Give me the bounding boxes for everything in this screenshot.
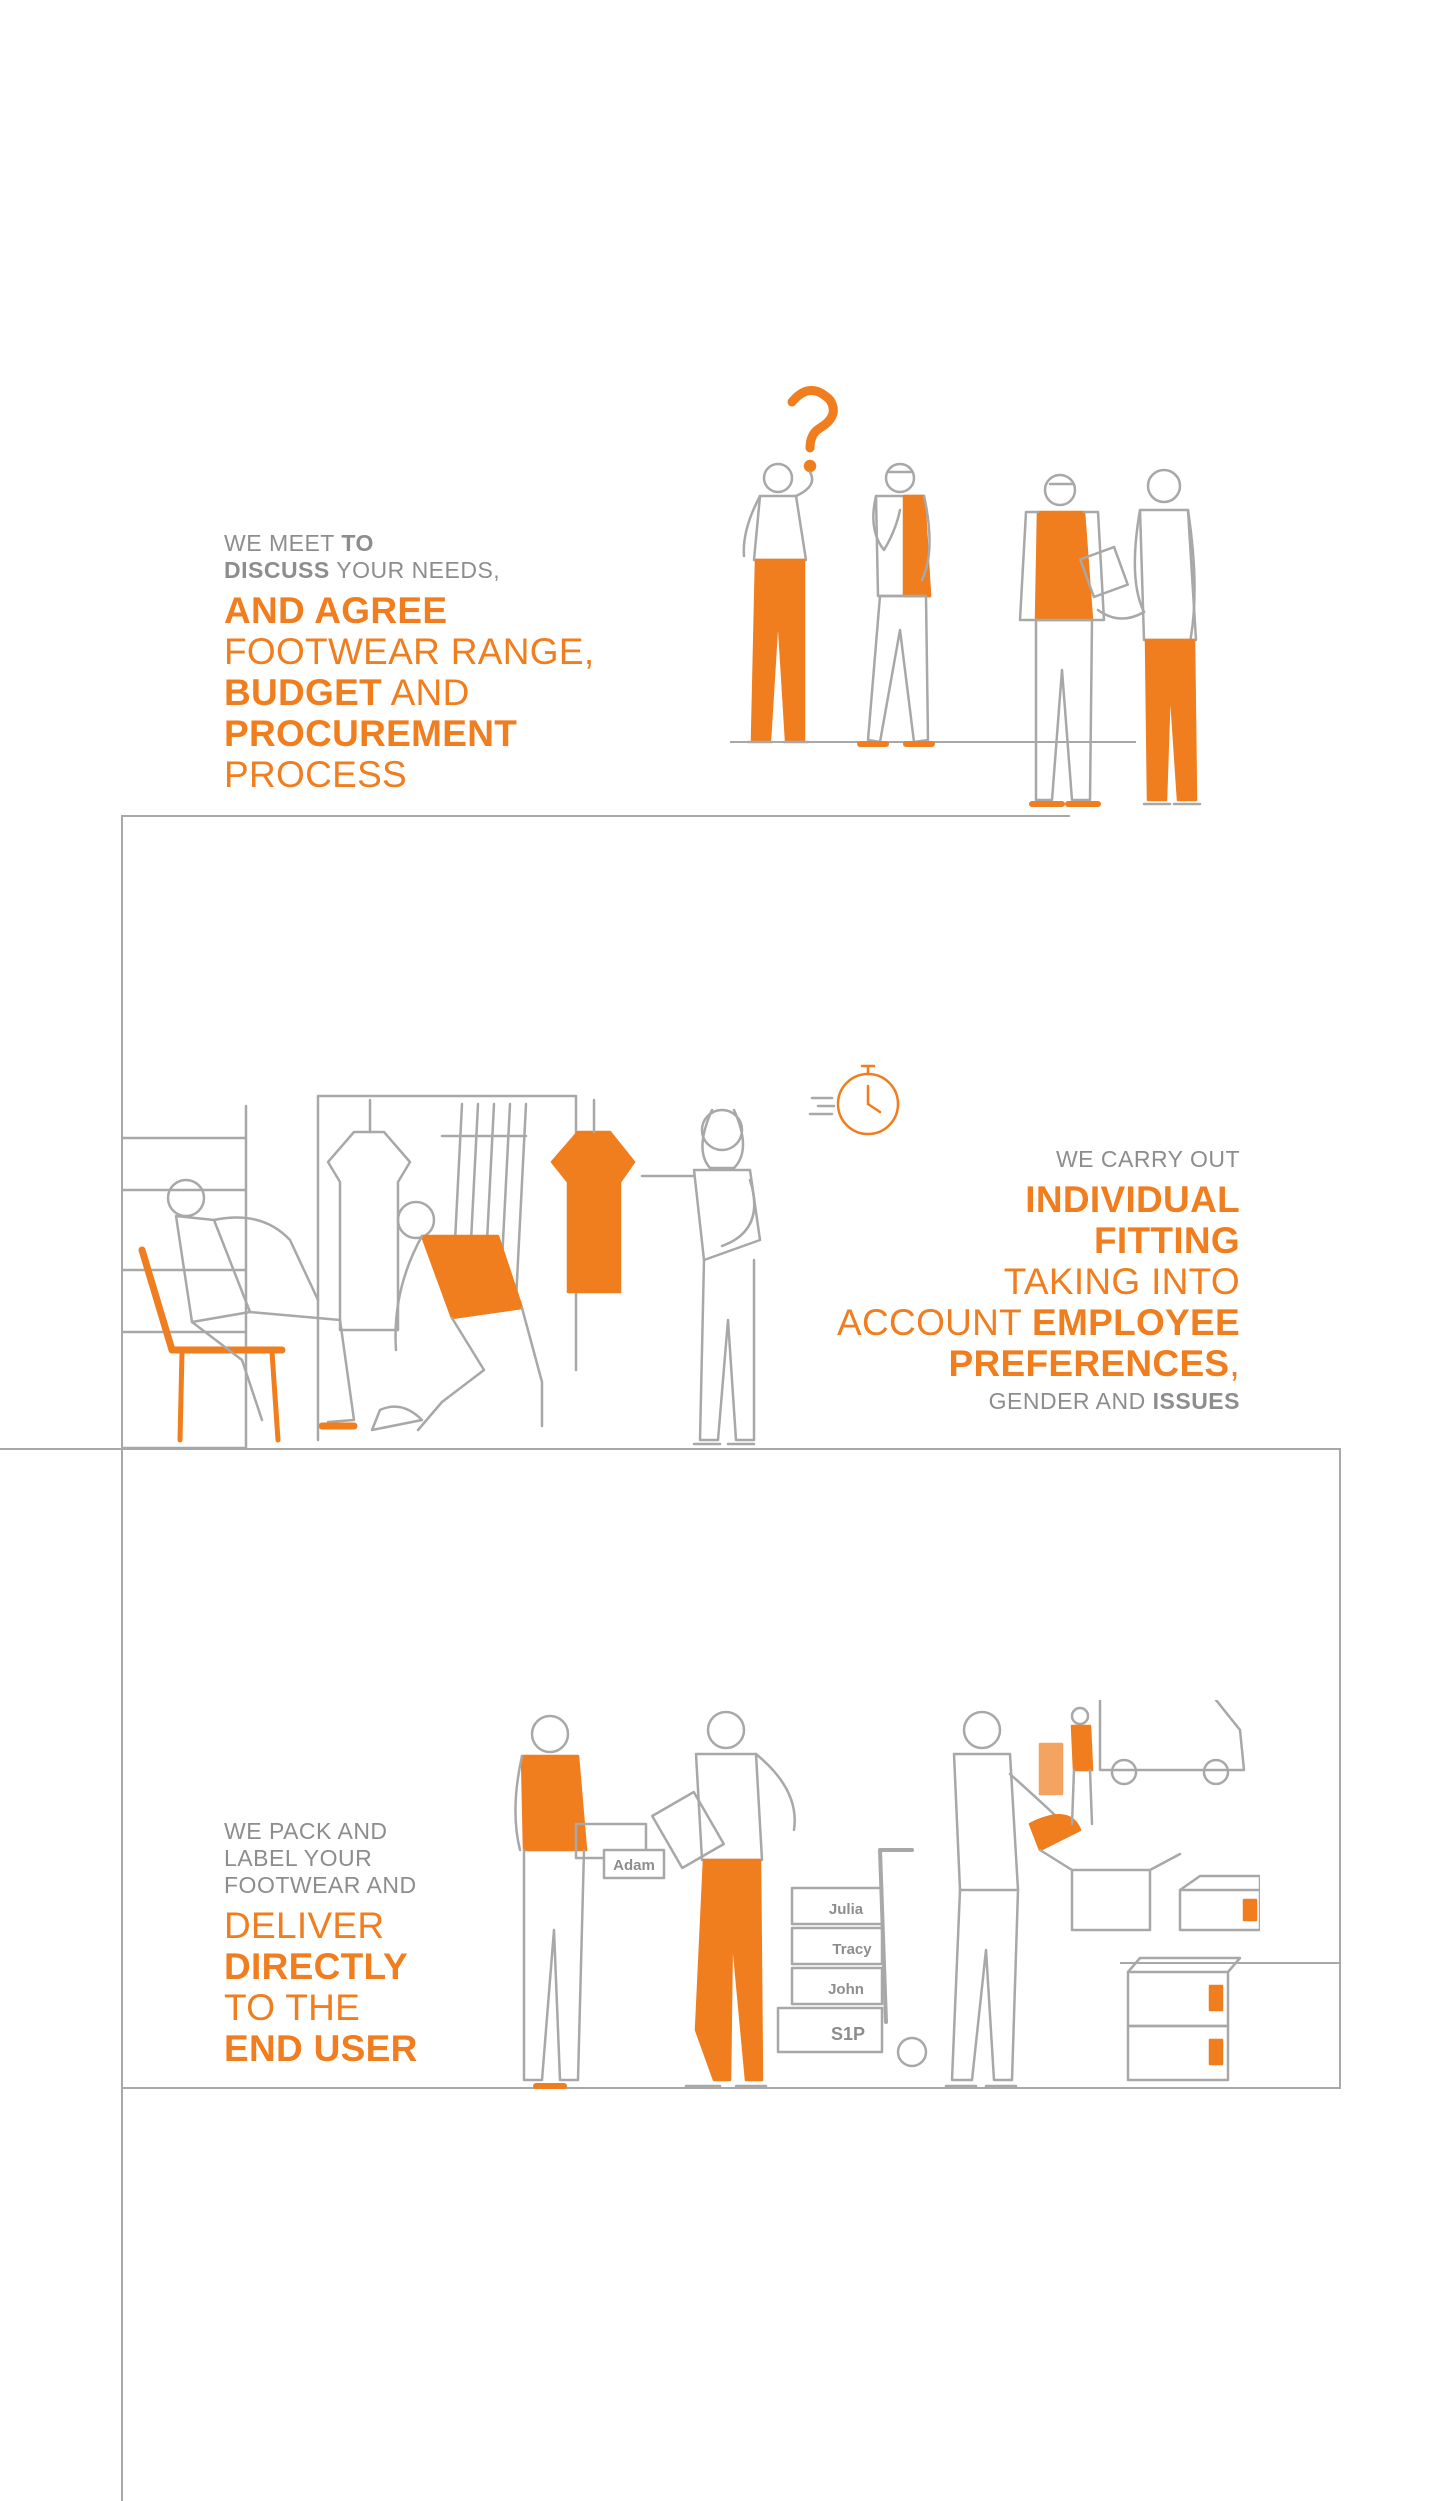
section3-text: WE PACK AND LABEL YOUR FOOTWEAR AND DELI… bbox=[224, 1818, 418, 2069]
section3-line1: WE PACK AND bbox=[224, 1818, 388, 1844]
section1-line1: WE MEET TO bbox=[224, 530, 374, 556]
section3-line7: END USER bbox=[224, 2028, 418, 2069]
section3-line4: DELIVER bbox=[224, 1905, 385, 1946]
parcel-box-icon bbox=[1178, 1874, 1260, 1932]
section2-line6: PREFERENCES, bbox=[948, 1343, 1240, 1384]
fitting-illustration bbox=[122, 1070, 822, 1450]
clothing-rack-illustration bbox=[316, 1094, 578, 1442]
section1-text: WE MEET TO DISCUSS YOUR NEEDS, AND AGREE… bbox=[224, 530, 595, 795]
section2-line4: TAKING INTO bbox=[1003, 1261, 1240, 1302]
stopwatch bbox=[808, 1054, 908, 1146]
box-label-john: John bbox=[828, 1981, 864, 1998]
stopwatch-icon bbox=[808, 1064, 900, 1136]
section1-line5: BUDGET AND bbox=[224, 672, 470, 713]
box-label-s1p: S1P bbox=[831, 2024, 865, 2044]
box-label-adam: Adam bbox=[613, 1857, 655, 1874]
section1-line2: DISCUSS YOUR NEEDS, bbox=[224, 557, 501, 583]
box-label-tracy: Tracy bbox=[832, 1941, 872, 1958]
delivery-illustration: Adam Julia Tracy John S1P bbox=[500, 1700, 1260, 2100]
section3-line6: TO THE bbox=[224, 1987, 361, 2028]
handshake-illustration bbox=[1018, 468, 1202, 807]
section1-line6: PROCUREMENT bbox=[224, 713, 518, 754]
box-label-julia: Julia bbox=[829, 1901, 864, 1918]
section3-line3: FOOTWEAR AND bbox=[224, 1872, 417, 1898]
section3-line5: DIRECTLY bbox=[224, 1946, 409, 1987]
section2-text: WE CARRY OUT INDIVIDUAL FITTING TAKING I… bbox=[780, 1148, 1240, 1413]
section1-line3: AND AGREE bbox=[224, 590, 448, 631]
delivery-van-illustration bbox=[1038, 1700, 1246, 1826]
section1-line7: PROCESS bbox=[224, 754, 408, 795]
section2-line3: FITTING bbox=[1094, 1220, 1240, 1261]
section2-line5: ACCOUNT EMPLOYEE bbox=[837, 1302, 1240, 1343]
section1-line4: FOOTWEAR RANGE, bbox=[224, 631, 595, 672]
meeting-illustration bbox=[700, 380, 1260, 820]
section2-line1: WE CARRY OUT bbox=[1055, 1146, 1240, 1172]
question-mark-icon bbox=[787, 386, 838, 473]
section2-line7: GENDER AND ISSUES bbox=[988, 1388, 1240, 1414]
section2-line2: INDIVIDUAL bbox=[1025, 1179, 1240, 1220]
section3-line2: LABEL YOUR bbox=[224, 1845, 373, 1871]
